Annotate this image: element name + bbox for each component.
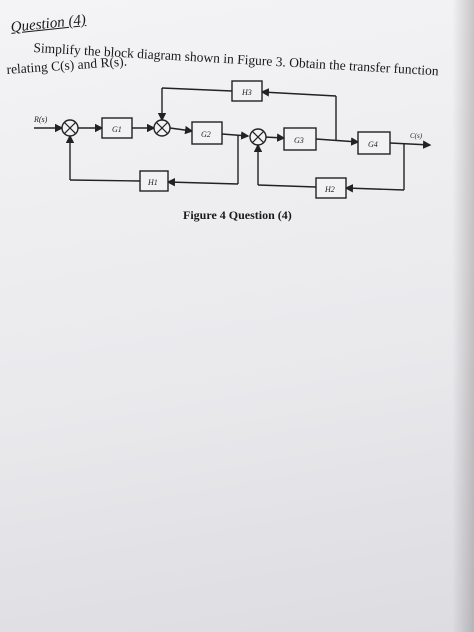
block-g2: G2 [191,121,223,145]
svg-text:H3: H3 [241,88,252,97]
block-g4: G4 [357,131,391,155]
svg-text:H1: H1 [147,178,158,187]
summer-3 [249,128,267,146]
block-g3: G3 [283,127,317,151]
block-h3: H3 [231,80,263,102]
input-label: R(s) [33,115,48,124]
svg-text:H2: H2 [324,185,335,194]
output-label: C(s) [410,132,423,140]
svg-text:G3: G3 [294,136,304,145]
summer-1 [61,119,79,137]
page-edge-shadow [452,0,474,632]
block-g1: G1 [101,117,133,139]
block-h1: H1 [139,170,169,192]
summer-2 [153,119,171,137]
block-diagram: R(s) [33,80,432,199]
svg-text:G2: G2 [201,130,211,139]
svg-text:G4: G4 [368,140,378,149]
svg-text:G1: G1 [112,125,122,134]
block-h2: H2 [315,177,347,199]
figure-caption: Figure 4 Question (4) [183,208,292,222]
